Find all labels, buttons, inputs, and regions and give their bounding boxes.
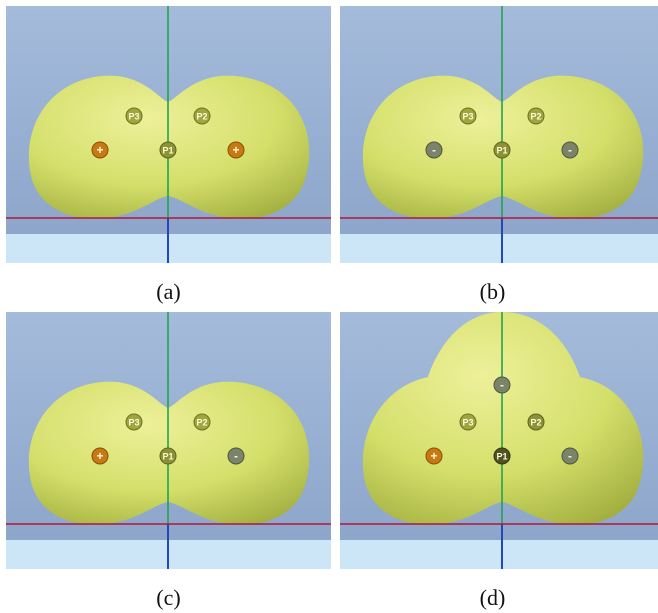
marker-p2: P2 (527, 413, 545, 431)
floor (340, 540, 658, 569)
svg-text:P3: P3 (462, 112, 473, 122)
marker-p1: P1 (493, 141, 511, 159)
svg-text:P1: P1 (162, 452, 173, 462)
marker-p3: P3 (125, 413, 143, 431)
marker-p2: P2 (193, 413, 211, 431)
panel-c: P3 P2 P1 + - (6, 312, 331, 569)
panel-b: P3 P2 P1 - - (340, 6, 658, 263)
floor (340, 234, 658, 263)
svg-text:+: + (232, 143, 239, 157)
svg-text:+: + (96, 449, 103, 463)
panel-a: P3 P2 P1 + + (6, 6, 331, 263)
svg-text:P1: P1 (162, 146, 173, 156)
svg-text:P3: P3 (462, 418, 473, 428)
caption-c: (c) (156, 585, 181, 610)
marker-negative-top: - (493, 376, 511, 394)
svg-text:+: + (96, 143, 103, 157)
caption-d: (d) (479, 585, 506, 610)
potential-surface (362, 312, 644, 525)
panel-d: - P3 P2 P1 + - (340, 312, 658, 569)
marker-p2: P2 (193, 107, 211, 125)
panel-a-scene: P3 P2 P1 + + (6, 6, 331, 263)
marker-p1: P1 (493, 447, 511, 465)
marker-negative-right: - (561, 141, 579, 159)
marker-negative-left: - (425, 141, 443, 159)
marker-positive-left: + (91, 447, 109, 465)
marker-positive-left: + (425, 447, 443, 465)
svg-text:-: - (234, 449, 238, 463)
marker-p1: P1 (159, 141, 177, 159)
svg-text:P2: P2 (530, 112, 541, 122)
marker-positive-right: + (227, 141, 245, 159)
svg-text:P1: P1 (496, 452, 507, 462)
svg-text:-: - (568, 449, 572, 463)
svg-text:-: - (432, 143, 436, 157)
svg-text:P2: P2 (196, 112, 207, 122)
marker-negative-right: - (561, 447, 579, 465)
marker-p1: P1 (159, 447, 177, 465)
svg-text:P2: P2 (530, 418, 541, 428)
panel-c-scene: P3 P2 P1 + - (6, 312, 331, 569)
svg-text:P2: P2 (196, 418, 207, 428)
svg-text:-: - (500, 378, 504, 392)
svg-text:+: + (430, 449, 437, 463)
marker-p3: P3 (125, 107, 143, 125)
marker-p3: P3 (459, 107, 477, 125)
caption-a: (a) (156, 279, 181, 304)
svg-text:P3: P3 (128, 112, 139, 122)
marker-p3: P3 (459, 413, 477, 431)
marker-p2: P2 (527, 107, 545, 125)
marker-negative-right: - (227, 447, 245, 465)
svg-text:-: - (568, 143, 572, 157)
marker-positive-left: + (91, 141, 109, 159)
panel-d-scene: - P3 P2 P1 + - (340, 312, 658, 569)
svg-text:P3: P3 (128, 418, 139, 428)
panel-b-scene: P3 P2 P1 - - (340, 6, 658, 263)
caption-b: (b) (479, 279, 506, 304)
svg-text:P1: P1 (496, 146, 507, 156)
